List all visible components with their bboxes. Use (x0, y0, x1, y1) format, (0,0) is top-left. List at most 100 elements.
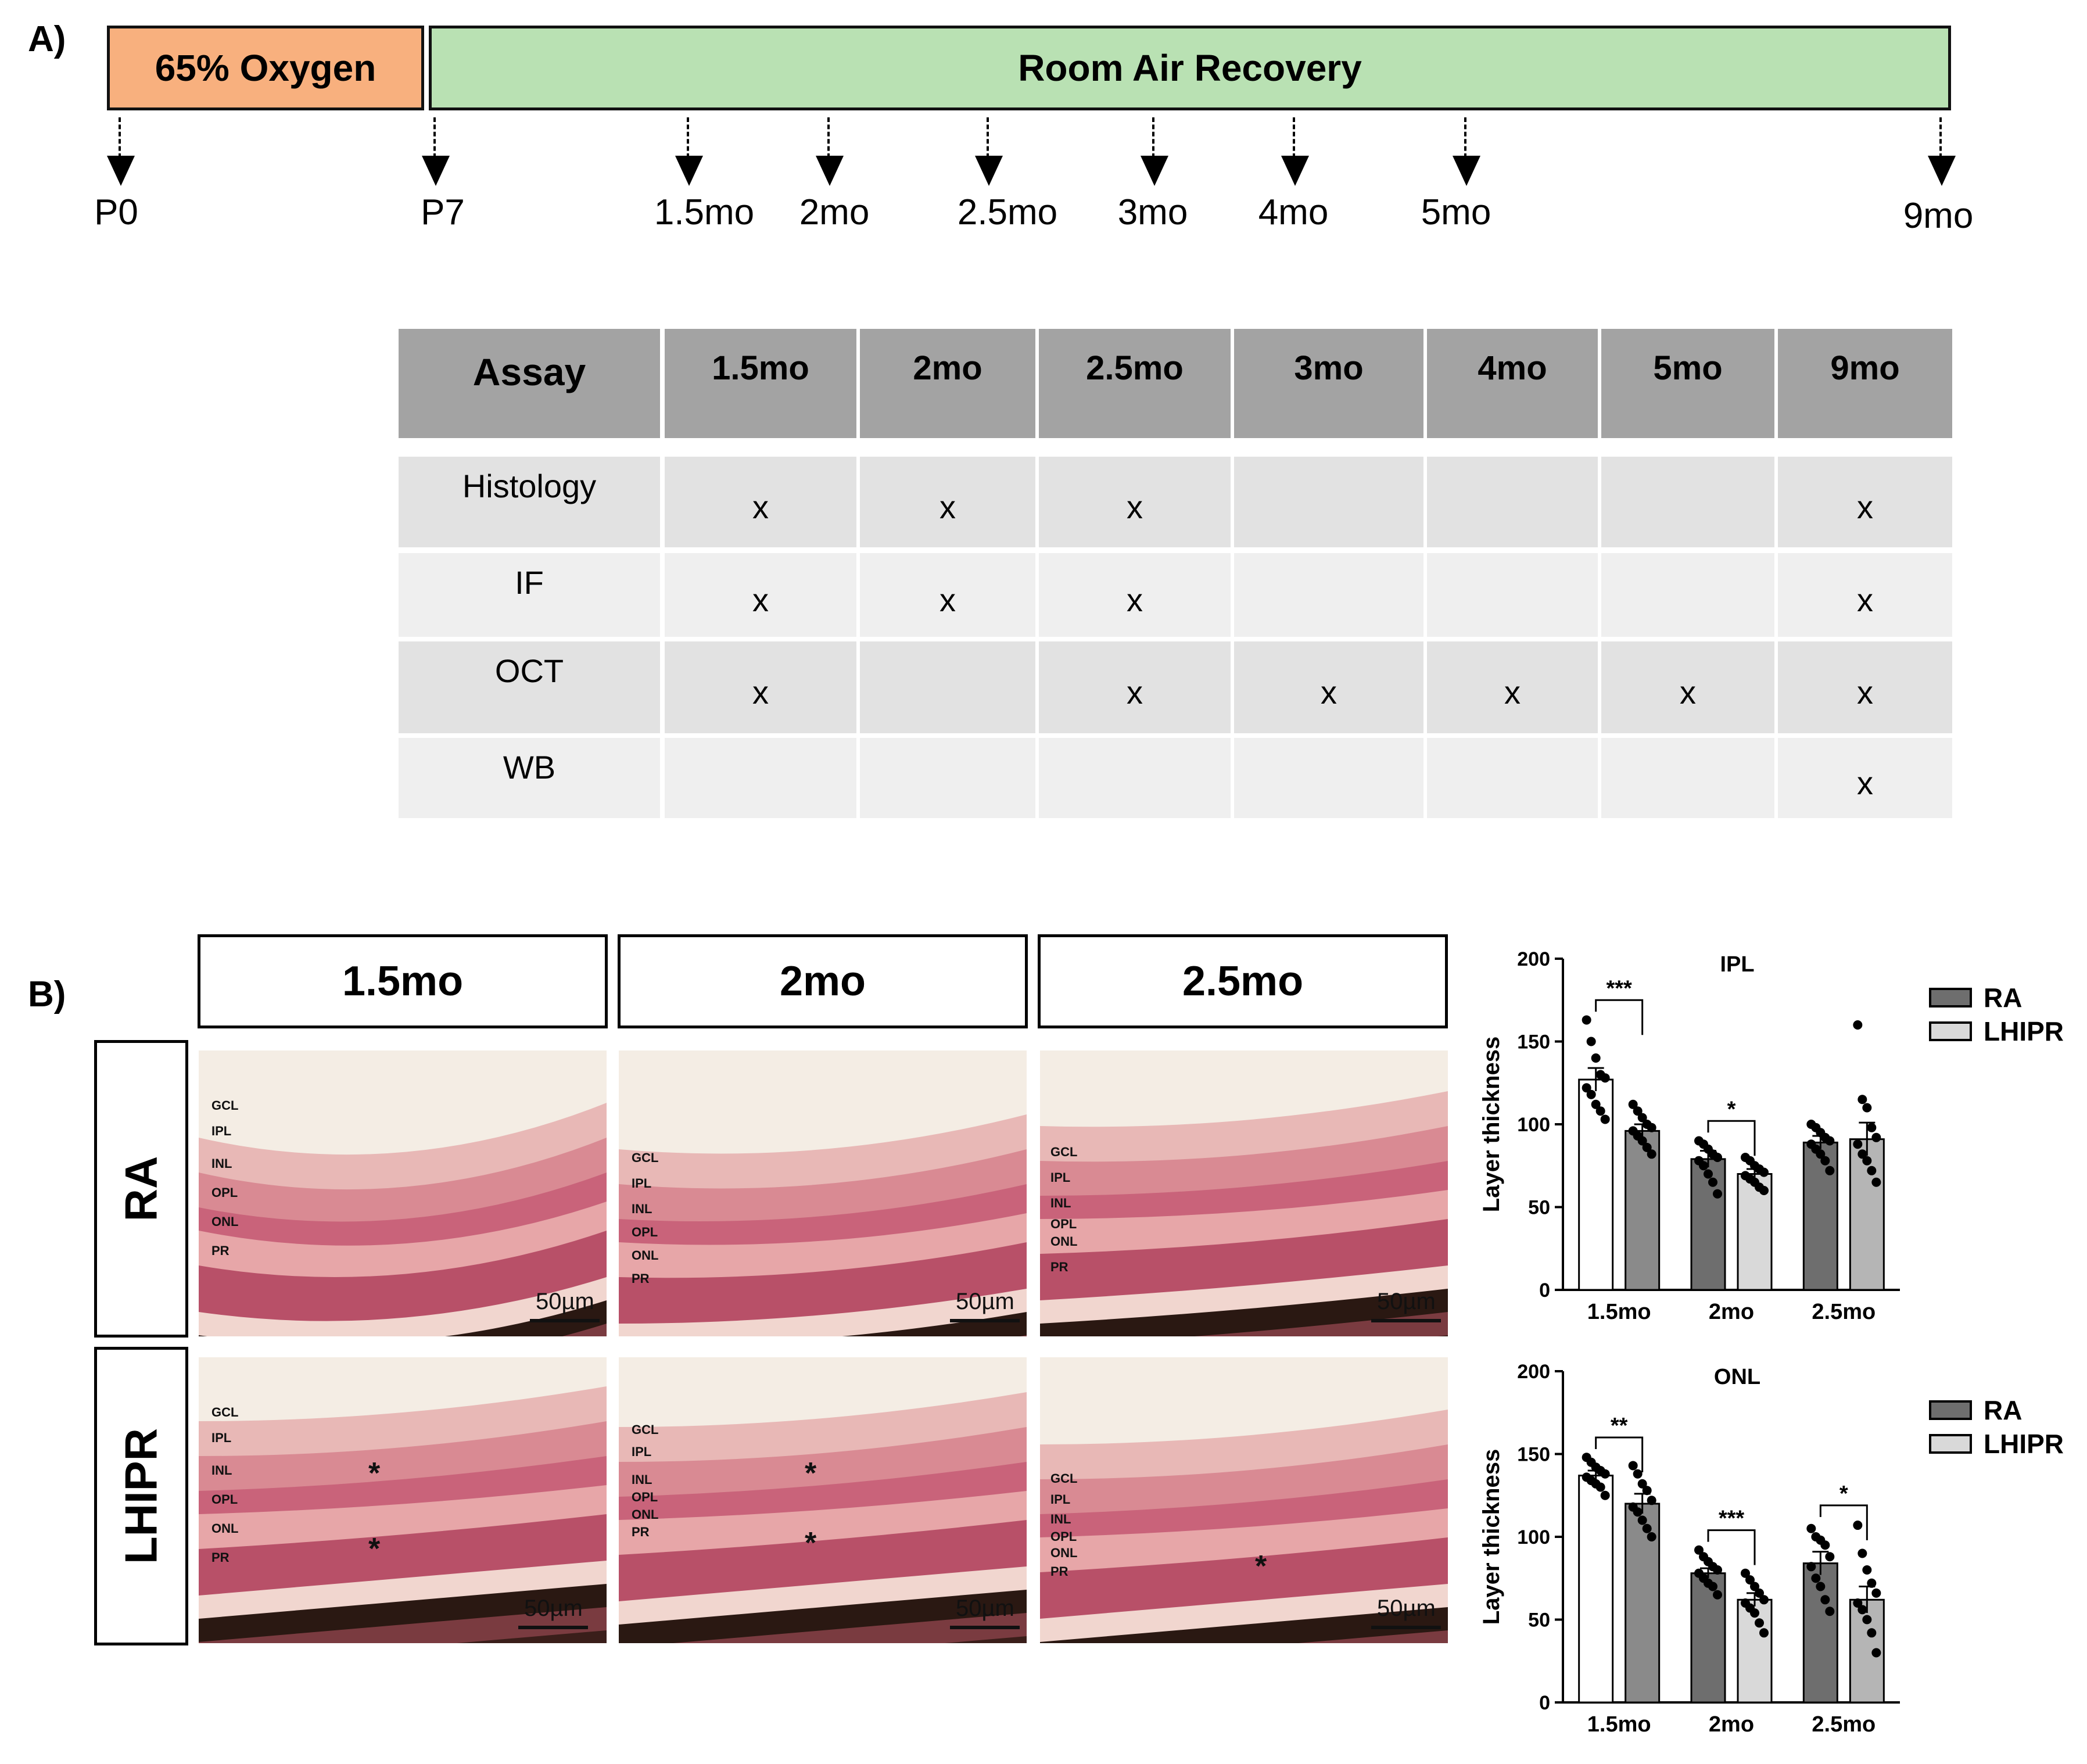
table-cell (1234, 553, 1423, 637)
dashed-line (1152, 117, 1154, 158)
layer-label-opl: OPL (1050, 1529, 1077, 1544)
layer-label-inl: INL (1050, 1512, 1071, 1526)
arrow-down-icon (422, 156, 450, 186)
table-cell (1427, 457, 1598, 547)
data-point (1713, 1153, 1722, 1162)
data-point (1633, 1507, 1643, 1517)
arrow-down-icon (675, 156, 703, 186)
table-cell: x (1234, 641, 1423, 733)
data-point (1637, 1515, 1647, 1525)
legend-entry-ra: RA (1929, 1394, 2022, 1426)
layer-label-onl: ONL (632, 1507, 659, 1522)
data-point (1755, 1618, 1764, 1628)
timeline-label-2-5mo: 2.5mo (957, 192, 1058, 232)
scale-bar (530, 1319, 600, 1322)
data-point (1750, 1608, 1759, 1618)
data-point (1600, 1469, 1610, 1479)
data-point (1647, 1123, 1656, 1132)
scale-bar (1371, 1319, 1441, 1322)
timeline-arrow-9mo (1928, 117, 1956, 187)
data-point (1637, 1113, 1647, 1123)
y-tick-label: 150 (1517, 1031, 1550, 1053)
tissue-section-drawing (1040, 1357, 1448, 1643)
data-point (1647, 1149, 1656, 1159)
group-label-lhipr: LHIPR (115, 1428, 167, 1564)
data-point (1637, 1136, 1647, 1146)
data-point (1595, 1106, 1605, 1116)
bar-lhipr (1737, 1598, 1773, 1704)
layer-label-ipl: IPL (632, 1444, 652, 1459)
data-point (1628, 1461, 1638, 1471)
timepoint-header-2mo: 2mo (618, 934, 1028, 1028)
data-point (1708, 1177, 1717, 1187)
data-point (1853, 1521, 1863, 1530)
legend-swatch (1929, 1400, 1972, 1420)
data-point (1862, 1615, 1872, 1625)
significance-bracket (1595, 1436, 1644, 1472)
timeline-arrow-2-5mo (975, 117, 1003, 187)
significance-bracket (1819, 1504, 1868, 1540)
y-tick-label: 100 (1517, 1526, 1550, 1548)
layer-label-inl: INL (1050, 1196, 1071, 1210)
legend-swatch (1929, 1021, 1972, 1041)
layer-label-inl: INL (211, 1156, 232, 1171)
table-cell: x (860, 457, 1035, 547)
data-point (1586, 1089, 1596, 1099)
tissue-section-drawing (1040, 1050, 1448, 1336)
table-cell: x (1039, 457, 1231, 547)
layer-label-pr: PR (632, 1525, 650, 1539)
layer-label-onl: ONL (211, 1214, 239, 1229)
x-tick-label: 1.5mo (1587, 1712, 1651, 1737)
table-cell (1601, 457, 1774, 547)
bar-ra (1578, 1475, 1614, 1704)
data-point (1600, 1490, 1610, 1500)
damage-marker: * (805, 1457, 817, 1490)
data-point (1857, 1605, 1867, 1615)
timeline-label-5mo: 5mo (1421, 192, 1491, 232)
data-point (1586, 1037, 1596, 1046)
timeline-label-4mo: 4mo (1258, 192, 1329, 232)
layer-label-ipl: IPL (1050, 1492, 1071, 1507)
arrow-down-icon (1928, 156, 1956, 186)
table-header-2mo: 2mo (860, 329, 1035, 438)
timepoint-header-2-5mo: 2.5mo (1038, 934, 1448, 1028)
scale-bar-label: 50µm (1377, 1289, 1436, 1314)
arrow-down-icon (1141, 156, 1168, 186)
damage-marker: * (368, 1532, 381, 1566)
significance-bracket (1707, 1529, 1756, 1565)
table-cell: x (1039, 553, 1231, 637)
layer-label-opl: OPL (632, 1490, 658, 1504)
data-point (1825, 1552, 1835, 1562)
layer-label-opl: OPL (211, 1492, 238, 1507)
significance-marker: * (1839, 1482, 1848, 1506)
data-point (1806, 1523, 1816, 1533)
table-cell: x (1778, 457, 1952, 547)
table-header-9mo: 9mo (1778, 329, 1952, 438)
timeline-arrow-P7 (422, 117, 450, 187)
timeline-label-9mo: 9mo (1903, 196, 1974, 236)
data-point (1708, 1582, 1717, 1591)
data-point (1806, 1562, 1816, 1572)
data-point (1633, 1469, 1643, 1479)
table-header-5mo: 5mo (1601, 329, 1774, 438)
scale-bar-label: 50µm (956, 1596, 1014, 1621)
timeline-arrow-5mo (1453, 117, 1480, 187)
data-point (1811, 1573, 1821, 1583)
scale-bar (518, 1626, 588, 1629)
data-point (1713, 1189, 1722, 1199)
scale-bar (950, 1626, 1020, 1629)
table-cell: x (665, 553, 856, 637)
data-point (1867, 1578, 1877, 1588)
layer-label-ipl: IPL (211, 1124, 232, 1138)
arrow-down-icon (1453, 156, 1480, 186)
table-cell (1234, 738, 1423, 818)
scale-bar-label: 50µm (1377, 1596, 1436, 1621)
table-cell: x (1778, 641, 1952, 733)
data-point (1745, 1575, 1755, 1585)
